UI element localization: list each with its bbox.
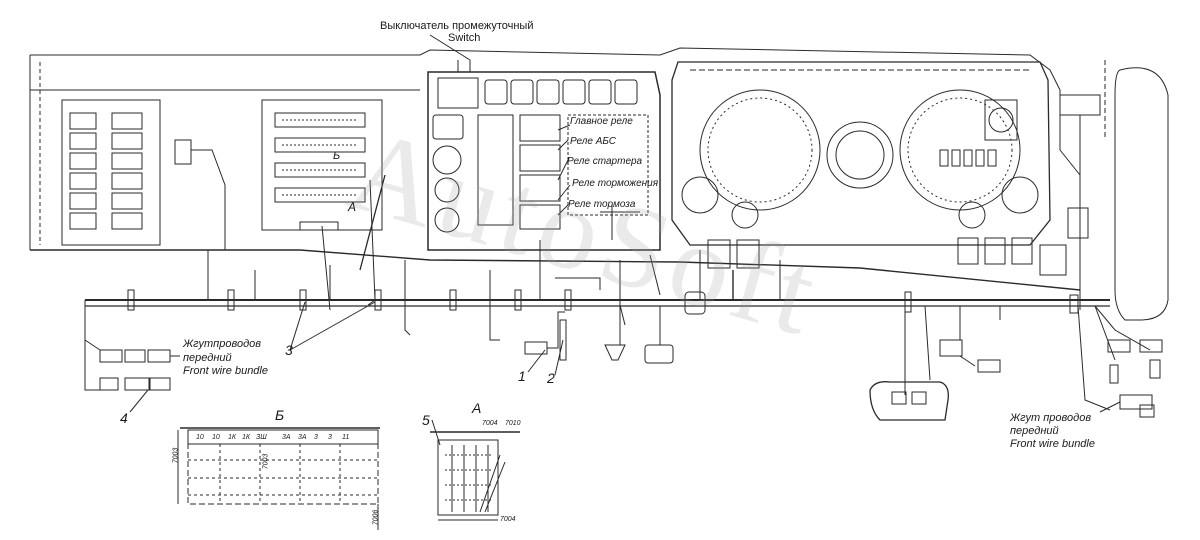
callout-2: 2 — [547, 370, 555, 386]
left-fuse-box — [61, 99, 226, 250]
callout-1: 1 — [518, 368, 526, 384]
detail-a — [430, 419, 520, 521]
b-terminal-2: 10 — [212, 434, 220, 441]
b-side-label-2: 7003 — [262, 453, 270, 470]
b-side-label-1: 7003 — [172, 447, 180, 464]
left-connectors — [84, 339, 180, 391]
detail-a-title: A — [472, 400, 482, 416]
front-bundle-left-en: Front wire bundle — [183, 365, 268, 377]
b-terminal-6: 3А — [282, 434, 291, 441]
callout-5: 5 — [422, 412, 430, 428]
parking-brake-relay-label: Реле тормоза — [568, 199, 636, 210]
callout-a-small: A — [348, 200, 357, 214]
b-terminal-4: 1К — [242, 434, 251, 441]
central-relay-panel — [427, 34, 661, 251]
front-bundle-right-ru-1: Жгут проводов — [1010, 412, 1092, 424]
b-terminal-1: 10 — [196, 434, 204, 441]
b-side-label-3: 7006 — [372, 509, 380, 526]
front-bundle-left-ru-1: Жгутпроводов — [183, 338, 262, 350]
dashboard-outline — [29, 47, 1169, 321]
b-terminal-9: 3 — [328, 434, 332, 441]
b-terminal-8: 3 — [314, 434, 318, 441]
callout-3: 3 — [285, 342, 293, 358]
a-bottom-label: 7004 — [500, 516, 516, 523]
main-harness — [84, 240, 1151, 411]
front-bundle-left-ru-2: передний — [183, 352, 232, 364]
detail-b — [177, 427, 380, 530]
leader-lines — [129, 124, 1121, 413]
callout-4: 4 — [120, 410, 128, 426]
callout-b-small: Б — [333, 150, 341, 162]
abs-relay-label: Реле АБС — [570, 136, 616, 147]
switch-label-en: Switch — [448, 32, 481, 44]
switch-label-ru: Выключатель промежуточный — [380, 20, 534, 32]
brake-relay-label: Реле торможения — [572, 178, 659, 189]
front-bundle-right-en: Front wire bundle — [1010, 438, 1095, 450]
starter-relay-label: Реле стартера — [567, 156, 643, 167]
b-terminal-7: 3А — [298, 434, 307, 441]
front-bundle-right-ru-2: передний — [1010, 425, 1059, 437]
b-terminal-5: ЗШ — [256, 434, 267, 441]
a-top-label-2: 7010 — [505, 420, 521, 427]
b-terminal-10: 11 — [342, 434, 350, 441]
detail-b-title: Б — [275, 407, 285, 423]
b-terminal-3: 1К — [228, 434, 237, 441]
fuse-block-b — [261, 99, 386, 311]
harness-components — [524, 305, 1163, 421]
instrument-cluster — [671, 61, 1101, 310]
a-top-label-1: 7004 — [482, 420, 498, 427]
main-relay-label: Главное реле — [570, 116, 633, 127]
